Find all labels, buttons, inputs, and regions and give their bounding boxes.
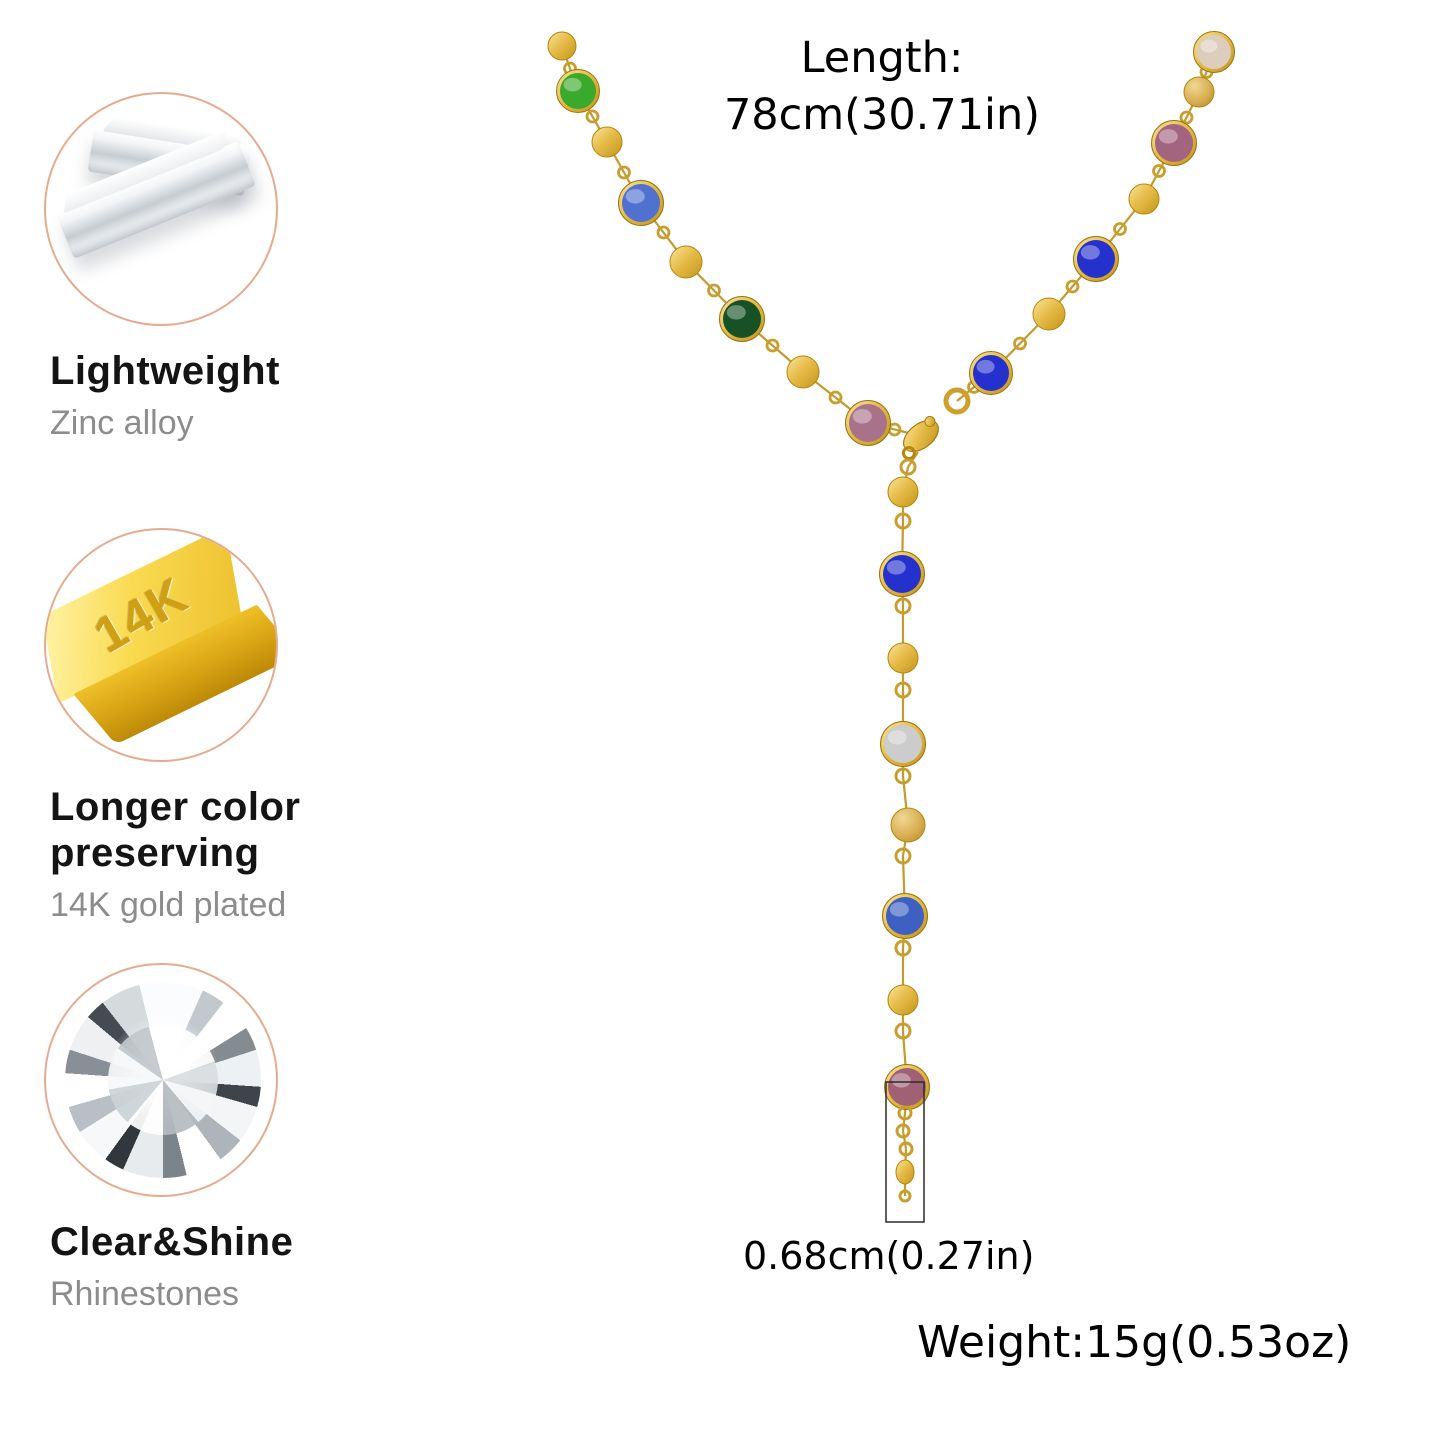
feature-subtitle: Rhinestones: [50, 1275, 240, 1313]
silver-bar-front: [56, 141, 256, 259]
gold-bar-shape: 14K: [46, 530, 276, 760]
feature-title: Lightweight: [50, 348, 404, 394]
length-title: Length:: [800, 33, 964, 83]
feature-lightweight: Lightweight Zinc alloy: [44, 92, 404, 443]
feature-title-line1: Clear&Shine: [50, 1220, 294, 1264]
feature-subtitle: Zinc alloy: [50, 404, 194, 442]
length-annotation: Length: 78cm(30.71in): [582, 30, 1182, 144]
feature-title: Longer color preserving: [50, 784, 404, 876]
feature-subtitle: 14K gold plated: [50, 886, 287, 924]
diamond-gem: [65, 982, 261, 1178]
feature-title: Clear&Shine: [50, 1219, 404, 1265]
feature-title-line2: preserving: [50, 831, 260, 875]
feature-clear-shine: Clear&Shine Rhinestones: [44, 963, 404, 1314]
feature-color-preserving: 14K Longer color preserving 14K gold pla…: [44, 528, 404, 925]
feature-title-line1: Lightweight: [50, 349, 280, 393]
diamond-icon: [44, 963, 278, 1197]
gold-bar-icon: 14K: [44, 528, 278, 762]
silver-ingots-icon: [44, 92, 278, 326]
weight-annotation: Weight:15g(0.53oz): [917, 1317, 1352, 1368]
pendant-size-annotation: 0.68cm(0.27in): [743, 1234, 1035, 1278]
length-value: 78cm(30.71in): [723, 90, 1041, 140]
feature-title-line1: Longer color: [50, 785, 301, 829]
